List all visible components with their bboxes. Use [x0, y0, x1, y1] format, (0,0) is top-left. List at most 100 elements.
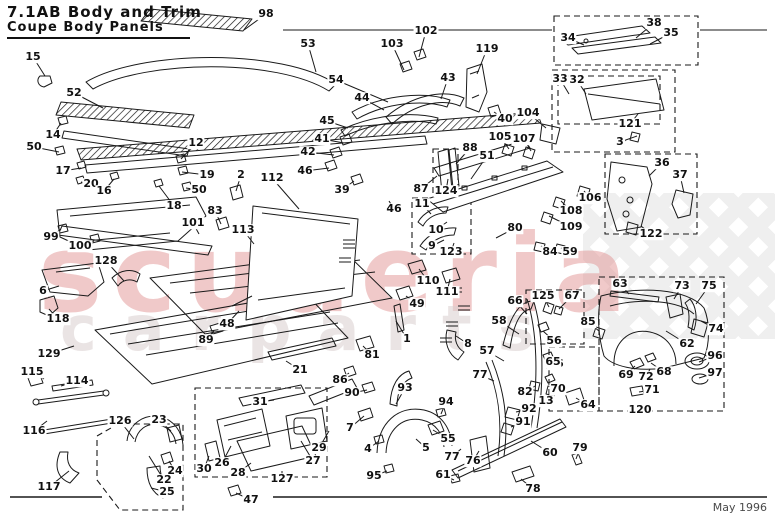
part-number-label: 9 [427, 239, 437, 253]
part-number-label: 36 [653, 156, 671, 170]
part-number-label: 87 [412, 182, 430, 196]
part-number-label: 3 [615, 135, 625, 149]
part-number-label: 2 [236, 168, 246, 182]
part-number-label: 63 [611, 277, 629, 291]
part-number-label: 66 [506, 294, 524, 308]
part-number-label: 100 [67, 239, 93, 253]
part-number-label: 14 [44, 128, 62, 142]
part-number-label: 35 [662, 26, 680, 40]
part-number-label: 44 [353, 91, 371, 105]
part-number-label: 70 [549, 382, 567, 396]
part-number-label: 76 [464, 454, 482, 468]
part-number-label: 92 [520, 402, 538, 416]
part-number-label: 67 [563, 289, 581, 303]
part-number-label: 129 [36, 347, 62, 361]
part-number-label: 24 [166, 464, 184, 478]
part-number-label: 108 [558, 204, 584, 218]
part-number-label: 106 [577, 191, 603, 205]
part-number-label: 33 [551, 72, 569, 86]
part-number-label: 80 [506, 221, 524, 235]
part-number-label: 22 [155, 473, 173, 487]
part-number-label: 12 [187, 136, 205, 150]
part-number-label: 97 [706, 366, 724, 380]
part-number-label: 126 [107, 414, 133, 428]
part-number-label: 50 [190, 183, 208, 197]
part-number-label: 20 [82, 177, 100, 191]
page-subtitle: Coupe Body Panels [7, 19, 164, 35]
part-number-label: 81 [363, 348, 381, 362]
part-number-label: 75 [700, 279, 718, 293]
part-number-label: 10 [427, 223, 445, 237]
part-number-label: 26 [213, 456, 231, 470]
part-number-label: 60 [541, 446, 559, 460]
part-number-label: 88 [461, 141, 479, 155]
part-number-label: 16 [95, 184, 113, 198]
part-number-label: 121 [617, 117, 643, 131]
part-number-label: 115 [19, 365, 45, 379]
part-number-label: 31 [251, 395, 269, 409]
part-number-label: 41 [313, 132, 331, 146]
part-number-label: 77 [443, 450, 461, 464]
part-number-label: 42 [299, 145, 317, 159]
part-number-label: 73 [673, 279, 691, 293]
part-number-label: 101 [180, 216, 206, 230]
part-number-label: 123 [438, 245, 464, 259]
part-number-label: 27 [304, 454, 322, 468]
header-rule [7, 37, 190, 40]
part-number-label: 95 [365, 469, 383, 483]
part-number-label: 15 [24, 50, 42, 64]
part-number-label: 118 [45, 312, 71, 326]
part-number-label: 127 [269, 472, 295, 486]
part-number-label: 59 [561, 245, 579, 259]
part-number-label: 102 [413, 24, 439, 38]
part-number-label: 105 [487, 130, 513, 144]
part-number-label: 111 [434, 285, 460, 299]
part-number-label: 82 [516, 385, 534, 399]
part-number-label: 68 [655, 365, 673, 379]
part-number-label: 114 [64, 374, 90, 388]
part-number-label: 64 [579, 398, 597, 412]
part-number-label: 117 [36, 480, 62, 494]
part-number-label: 69 [617, 368, 635, 382]
part-number-label: 55 [439, 432, 457, 446]
part-number-label: 94 [437, 395, 455, 409]
part-number-label: 38 [645, 16, 663, 30]
part-number-label: 62 [678, 337, 696, 351]
part-number-label: 119 [474, 42, 500, 56]
part-number-label: 128 [93, 254, 119, 268]
part-number-label: 4 [363, 442, 373, 456]
part-number-label: 6 [38, 284, 48, 298]
part-number-label: 104 [515, 106, 541, 120]
part-number-label: 116 [21, 424, 47, 438]
part-number-label: 46 [385, 202, 403, 216]
part-number-label: 72 [637, 370, 655, 384]
part-number-label: 77 [471, 368, 489, 382]
part-number-label: 85 [579, 315, 597, 329]
part-number-label: 58 [490, 314, 508, 328]
part-outlines [27, 8, 710, 499]
part-number-label: 65 [544, 355, 562, 369]
part-number-label: 28 [229, 466, 247, 480]
part-number-label: 112 [259, 171, 285, 185]
part-number-label: 107 [511, 132, 537, 146]
part-number-label: 109 [558, 220, 584, 234]
part-number-label: 51 [478, 149, 496, 163]
part-number-label: 11 [413, 197, 431, 211]
part-number-label: 120 [627, 403, 653, 417]
part-number-label: 54 [327, 73, 345, 87]
part-number-label: 21 [291, 363, 309, 377]
part-number-label: 124 [433, 184, 459, 198]
part-number-label: 103 [379, 37, 405, 51]
part-number-label: 30 [195, 462, 213, 476]
part-number-label: 13 [537, 394, 555, 408]
part-number-label: 25 [158, 485, 176, 499]
part-number-label: 99 [42, 230, 60, 244]
part-number-label: 74 [707, 322, 725, 336]
part-number-label: 110 [415, 274, 441, 288]
part-number-label: 122 [638, 227, 664, 241]
part-number-label: 47 [242, 493, 260, 507]
part-number-label: 8 [463, 337, 473, 351]
part-number-label: 32 [568, 73, 586, 87]
part-number-label: 1 [402, 332, 412, 346]
